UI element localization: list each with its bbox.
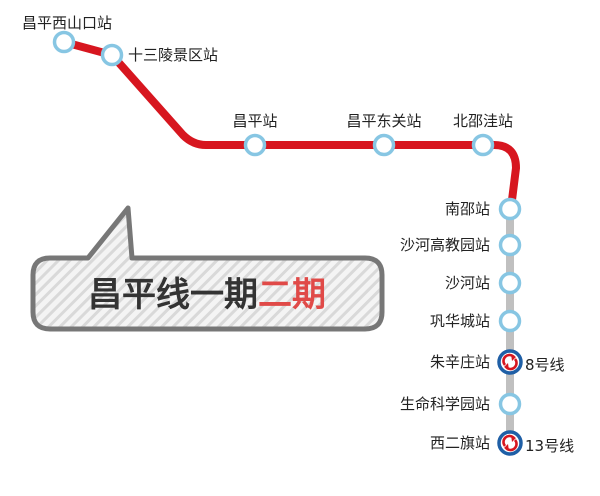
station-label: 朱辛庄站 (430, 353, 490, 371)
station-label: 沙河高教园站 (400, 236, 490, 254)
title-line-name: 昌平线 (88, 275, 190, 315)
station: 南邵站 (445, 197, 522, 221)
station-label: 巩华城站 (430, 312, 490, 330)
transfer-station: 13号线 西二旗站 (430, 430, 574, 456)
station-label: 十三陵景区站 (128, 46, 218, 64)
station-marker (100, 43, 124, 67)
station-label: 生命科学园站 (400, 395, 490, 413)
station-marker (498, 392, 522, 416)
title-phase-one: 一期 (190, 275, 258, 315)
transfer-arrows-icon (502, 353, 518, 371)
station-marker (498, 197, 522, 221)
callout-title: 昌平线一期二期 (88, 275, 326, 315)
station: 巩华城站 (430, 309, 522, 333)
station-marker (52, 30, 76, 54)
station: 北邵洼站 (453, 112, 513, 157)
station: 生命科学园站 (400, 392, 522, 416)
title-callout: 昌平线一期二期 (30, 205, 385, 332)
station-marker (471, 133, 495, 157)
station-label: 西二旗站 (430, 434, 490, 452)
station-label: 南邵站 (445, 200, 490, 218)
station-marker (498, 309, 522, 333)
station-marker (498, 271, 522, 295)
station-label: 昌平站 (232, 112, 277, 130)
transfer-line-label: 13号线 (525, 437, 574, 455)
transfer-station: 8号线 朱辛庄站 (430, 349, 565, 375)
station-label: 昌平东关站 (346, 112, 421, 130)
station-marker (372, 133, 396, 157)
station: 昌平站 (232, 112, 278, 157)
callout-bubble (30, 205, 385, 332)
station-label: 北邵洼站 (453, 112, 513, 130)
station: 十三陵景区站 (100, 43, 218, 67)
station-marker (498, 233, 522, 257)
station-label: 昌平西山口站 (22, 14, 112, 32)
station: 沙河高教园站 (400, 233, 522, 257)
station: 昌平东关站 (346, 112, 422, 157)
title-phase-two: 二期 (258, 275, 326, 315)
transfer-line-label: 8号线 (525, 356, 565, 374)
line-phase-one (60, 38, 520, 204)
station-label: 沙河站 (445, 274, 490, 292)
station: 沙河站 (445, 271, 522, 295)
station-marker (243, 133, 267, 157)
station: 昌平西山口站 (22, 14, 112, 54)
transfer-arrows-icon (502, 434, 518, 452)
